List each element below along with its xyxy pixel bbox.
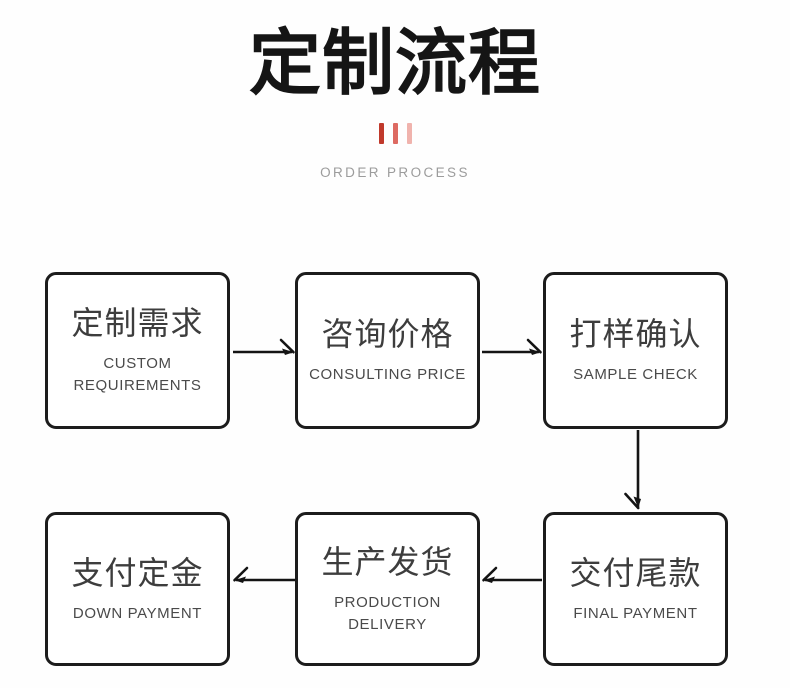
flow-step-2-title-cn: 咨询价格	[321, 315, 454, 353]
flow-step-2-title-en: CONSULTING PRICE	[309, 366, 466, 383]
flow-step-4-title-cn: 支付定金	[71, 553, 204, 592]
flow-step-box-3[interactable]: 打样确认 SAMPLE CHECK	[543, 272, 728, 429]
page-header: 定制流程 ORDER PROCESS	[0, 0, 790, 181]
arrow-down-step3-step6-icon	[624, 430, 641, 510]
arrow-right-step1-step2-icon	[233, 338, 295, 355]
flow-step-5-title-en: PRODUCTION DELIVERY	[334, 593, 441, 633]
flow-step-6-title-cn: 交付尾款	[569, 553, 702, 592]
accent-bar-2-icon	[392, 122, 398, 144]
arrow-right-step2-step3-icon	[482, 338, 542, 355]
accent-bars-divider	[0, 122, 790, 144]
arrow-left-step5-step4-icon	[233, 566, 295, 583]
flow-step-3-title-cn: 打样确认	[569, 315, 702, 353]
flow-step-box-2[interactable]: 咨询价格 CONSULTING PRICE	[295, 272, 480, 429]
flow-step-6-title-en: FINAL PAYMENT	[573, 604, 698, 622]
page-title: 定制流程	[248, 21, 541, 105]
flow-step-1-title-cn: 定制需求	[71, 304, 204, 342]
flow-step-box-4[interactable]: 支付定金 DOWN PAYMENT	[45, 512, 230, 666]
flow-step-box-6[interactable]: 交付尾款 FINAL PAYMENT	[543, 512, 728, 666]
flow-step-box-1[interactable]: 定制需求 CUSTOM REQUIREMENTS	[45, 272, 230, 429]
arrow-left-step6-step5-icon	[482, 566, 542, 583]
flow-step-5-title-cn: 生产发货	[321, 542, 454, 581]
accent-bar-3-icon	[406, 122, 412, 144]
page-subtitle: ORDER PROCESS	[320, 165, 470, 180]
flow-step-1-title-en: CUSTOM REQUIREMENTS	[73, 355, 202, 394]
flow-step-box-5[interactable]: 生产发货 PRODUCTION DELIVERY	[295, 512, 480, 666]
accent-bar-1-icon	[378, 122, 384, 144]
flow-step-4-title-en: DOWN PAYMENT	[72, 604, 203, 622]
flow-step-3-title-en: SAMPLE CHECK	[573, 366, 698, 383]
